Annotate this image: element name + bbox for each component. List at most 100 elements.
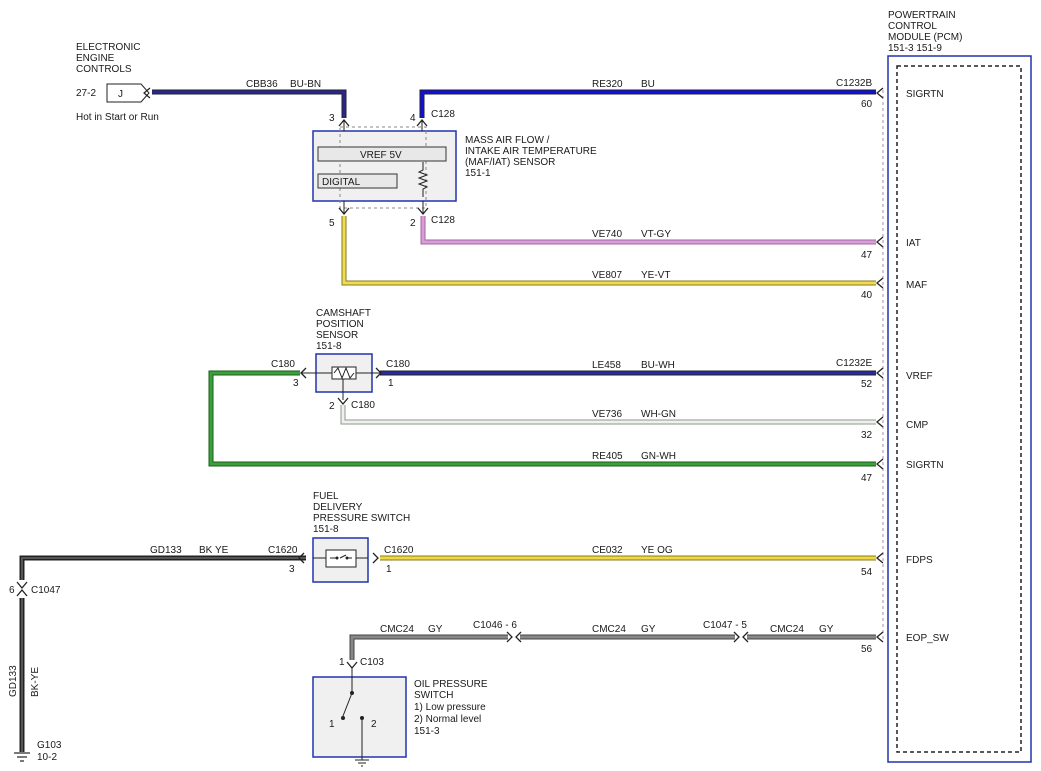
oil-pin-1-top: 1 — [339, 657, 345, 668]
wire-label-re320-circuit: RE320 — [592, 79, 623, 90]
wire-label-cmc24-c-color: GY — [819, 624, 834, 635]
pcm-title-line-4: 151-3 151-9 — [888, 43, 942, 54]
switch-contact-dot — [345, 556, 349, 560]
maf-iat-sensor: VREF 5V DIGITAL MASS AIR FLOW / INTAKE A… — [312, 109, 597, 229]
pcm-inner-frame — [896, 65, 1022, 753]
oil-pressure-switch: 1 C103 1 2 OIL PRESSURE SWITCH 1) Low pr… — [312, 657, 488, 767]
wire-label-cmc24-a-circuit: CMC24 — [380, 624, 414, 635]
oil-pin-2: 2 — [371, 719, 377, 730]
wire-re320-color — [420, 90, 876, 118]
pcm-pin-num-60: 60 — [861, 99, 873, 110]
wire-label-le458-circuit: LE458 — [592, 360, 621, 371]
c1047-label: C1047 — [31, 585, 61, 596]
maf-pin-5: 5 — [329, 218, 335, 229]
wire-label-ve736-circuit: VE736 — [592, 409, 622, 420]
eec-arrow — [143, 87, 151, 99]
eec-connector-letter: J — [118, 89, 123, 100]
wire-label-cmc24-b-circuit: CMC24 — [592, 624, 626, 635]
oil-switch-arm — [342, 692, 353, 717]
cmp-pin-3: 3 — [293, 378, 299, 389]
cmp-pin-1: 1 — [388, 378, 394, 389]
wire-label-le458-color: BU-WH — [641, 360, 675, 371]
pcm-pin-num-56: 56 — [861, 644, 873, 655]
wire-label-re320-color: BU — [641, 79, 655, 90]
wire-re405-color — [209, 371, 876, 466]
maf-title-line-2: INTAKE AIR TEMPERATURE — [465, 146, 597, 157]
pcm-pin-arrow — [875, 416, 884, 428]
eec-ref: 27-2 — [76, 88, 96, 99]
fdps-pin-3: 3 — [289, 564, 295, 575]
wire-label-cbb36-circuit: CBB36 — [246, 79, 278, 90]
eec-title-line-2: ENGINE — [76, 53, 115, 64]
maf-title-line-3: (MAF/IAT) SENSOR — [465, 157, 555, 168]
pcm-outer-frame — [887, 55, 1032, 763]
wire-label-re405-circuit: RE405 — [592, 451, 623, 462]
pcm-pin-num-47b: 47 — [861, 473, 873, 484]
fdps-connector-c1620-left: C1620 — [268, 545, 298, 556]
cmp-title-line-2: POSITION — [316, 319, 364, 330]
wire-label-cmc24-b-color: GY — [641, 624, 656, 635]
fdps-pin-1: 1 — [386, 564, 392, 575]
pcm-title-line-3: MODULE (PCM) — [888, 32, 962, 43]
maf-title-line-1: MASS AIR FLOW / — [465, 135, 550, 146]
pcm-pin-arrow — [875, 631, 884, 643]
cmp-title-line-3: SENSOR — [316, 330, 358, 341]
wire-labels: CBB36 BU-BN RE320 BU VE740 VT-GY VE807 Y… — [150, 79, 834, 635]
eec-title-line-3: CONTROLS — [76, 64, 132, 75]
pcm-pin-label-maf: MAF — [906, 280, 927, 291]
wire-ve736-color — [341, 405, 876, 424]
maf-dashed-outline — [339, 126, 427, 209]
ground-branch: 6 C1047 GD133 BK-YE G103 10-2 — [8, 581, 62, 763]
fdps-title-line-4: 151-8 — [313, 524, 339, 535]
wire-cbb36 — [152, 89, 347, 118]
ground-ref: G103 — [37, 740, 62, 751]
hall-element-icon — [333, 366, 355, 380]
wire-label-cmc24-a-color: GY — [428, 624, 443, 635]
wire-cmc24-a-color — [350, 635, 508, 660]
maf-vref-box — [317, 146, 447, 162]
pcm-connector-c1232b: C1232B — [836, 78, 872, 89]
ground-page: 10-2 — [37, 752, 57, 763]
maf-digital-box — [317, 173, 398, 189]
wire-re405 — [208, 370, 876, 467]
oil-title-line-1: OIL PRESSURE — [414, 679, 488, 690]
fdps-title-line-2: DELIVERY — [313, 502, 363, 513]
cmp-title-line-4: 151-8 — [316, 341, 342, 352]
wire-re320 — [419, 89, 876, 118]
cmp-connector-c180-right: C180 — [386, 359, 410, 370]
pcm-pin-label-sigrtn-2: SIGRTN — [906, 460, 944, 471]
oil-title-line-5: 151-3 — [414, 726, 440, 737]
c1047b-arrow — [742, 631, 749, 643]
maf-pin-4: 4 — [410, 113, 416, 124]
wire-label-ve740-circuit: VE740 — [592, 229, 622, 240]
oil-pin-1: 1 — [329, 719, 335, 730]
pcm-pin-num-52: 52 — [861, 379, 873, 390]
pcm-pin-label-cmp: CMP — [906, 420, 929, 431]
ground-wire-circuit: GD133 — [8, 665, 19, 697]
c1046-label: C1046 - 6 — [473, 620, 517, 631]
oil-title-line-2: SWITCH — [414, 690, 453, 701]
wire-cbb36-color — [152, 90, 346, 118]
c1046-arrow — [506, 631, 513, 643]
maf-title-line-4: 151-1 — [465, 168, 491, 179]
pcm-pin-arrow — [875, 277, 884, 289]
pcm-pin-arrow — [875, 458, 884, 470]
oil-title-line-3: 1) Low pressure — [414, 702, 486, 713]
fuel-pressure-switch: FUEL DELIVERY PRESSURE SWITCH 151-8 C162… — [268, 491, 414, 583]
fdps-title-line-3: PRESSURE SWITCH — [313, 513, 410, 524]
inline-connectors: C1046 - 6 C1047 - 5 — [473, 620, 749, 643]
switch-contact-dot — [335, 556, 339, 560]
wire-ve740-color — [421, 216, 876, 244]
c1047-arrow — [16, 588, 28, 597]
oil-contact-1 — [341, 716, 345, 720]
wire-label-gd133-circuit: GD133 — [150, 545, 182, 556]
c1047b-label: C1047 - 5 — [703, 620, 747, 631]
oil-switch-box — [312, 676, 407, 758]
pcm-pin-label-sigrtn-1: SIGRTN — [906, 89, 944, 100]
wire-label-re405-color: GN-WH — [641, 451, 676, 462]
c1047b-arrow — [733, 631, 740, 643]
wire-label-ve807-color: YE-VT — [641, 270, 670, 281]
fdps-pin-arrow — [372, 552, 379, 564]
pcm-pin-label-vref: VREF — [906, 371, 933, 382]
